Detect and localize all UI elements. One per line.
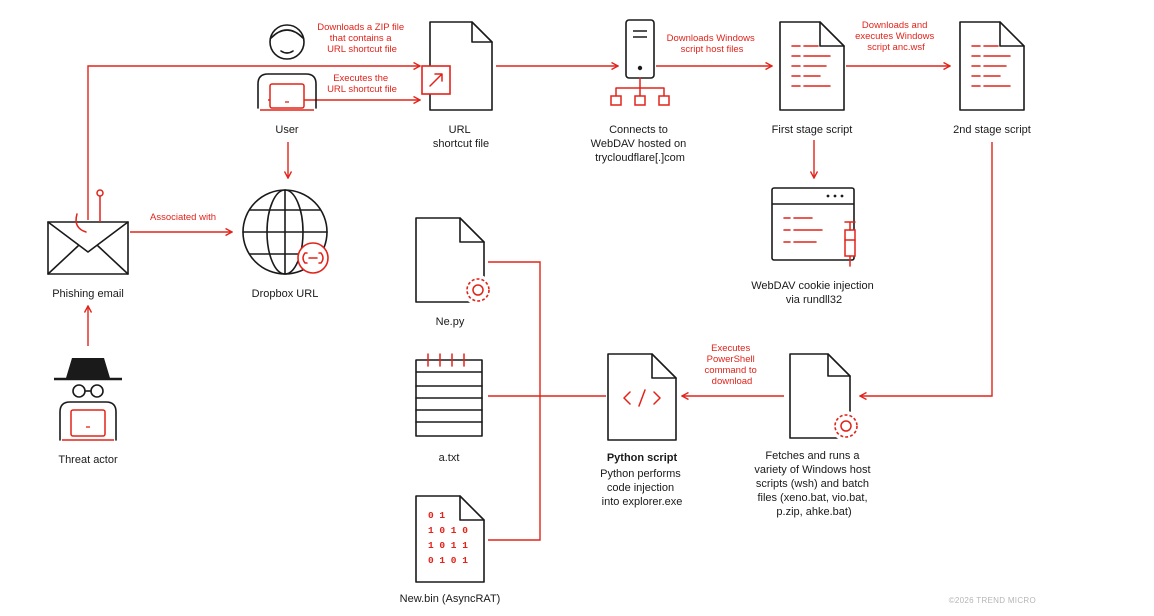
label-user: User — [275, 124, 299, 136]
second-stage-script-icon — [959, 21, 1025, 111]
label-fetches: Fetches and runs a variety of Windows ho… — [754, 450, 873, 518]
url-shortcut-file-icon — [421, 21, 493, 111]
threat-actor-icon — [54, 358, 122, 441]
svg-text:1 0 1 0: 1 0 1 0 — [428, 525, 468, 536]
user-icon — [257, 24, 317, 111]
edge-email-to-shortcut — [87, 66, 420, 220]
label-a-txt: a.txt — [439, 452, 460, 464]
phishing-email-icon — [47, 189, 129, 275]
notepad-icon — [415, 353, 483, 437]
code-file-icon — [607, 353, 677, 441]
label-downloads-wsh: Downloads Windows script host files — [667, 33, 758, 55]
label-associated: Associated with — [150, 212, 216, 223]
label-python-title: Python script — [607, 452, 678, 464]
label-ne-py: Ne.py — [436, 316, 465, 328]
globe-link-icon — [242, 189, 329, 275]
label-python-desc: Python performs code injection into expl… — [600, 468, 684, 508]
edge-second-to-fetches — [860, 142, 993, 396]
label-downloads-zip: Downloads a ZIP file that contains a URL… — [317, 22, 407, 55]
label-threat-actor: Threat actor — [58, 454, 118, 466]
label-cookie-injection: WebDAV cookie injection via rundll32 — [751, 280, 877, 306]
script-gear-file-icon — [789, 353, 861, 441]
edge-python-to-files — [488, 261, 606, 541]
svg-text:0 1: 0 1 — [428, 510, 445, 521]
label-phishing-email: Phishing email — [52, 288, 124, 300]
label-new-bin: New.bin (AsyncRAT) — [400, 593, 501, 605]
ne-py-file-icon — [415, 217, 493, 305]
svg-text:1 0 1 1: 1 0 1 1 — [428, 540, 468, 551]
label-executes-url: Executes the URL shortcut file — [327, 73, 397, 95]
browser-syringe-icon — [771, 187, 856, 267]
first-stage-script-icon — [779, 21, 845, 111]
label-webdav: Connects to WebDAV hosted on trycloudfla… — [591, 124, 690, 164]
binary-file-icon: 0 1 1 0 1 0 1 0 1 1 0 1 0 1 — [415, 495, 485, 583]
label-url-shortcut: URL shortcut file — [433, 124, 489, 150]
copyright-footer: ©2026 TREND MICRO — [949, 596, 1036, 605]
label-downloads-exec: Downloads and executes Windows script an… — [855, 20, 937, 53]
label-dropbox-url: Dropbox URL — [252, 288, 319, 300]
label-executes-ps: Executes PowerShell command to download — [705, 343, 760, 387]
svg-text:0 1 0 1: 0 1 0 1 — [428, 555, 468, 566]
label-first-stage: First stage script — [772, 124, 853, 136]
webdav-server-icon — [610, 19, 670, 106]
flow-lines — [87, 66, 993, 541]
label-second-stage: 2nd stage script — [953, 124, 1031, 136]
